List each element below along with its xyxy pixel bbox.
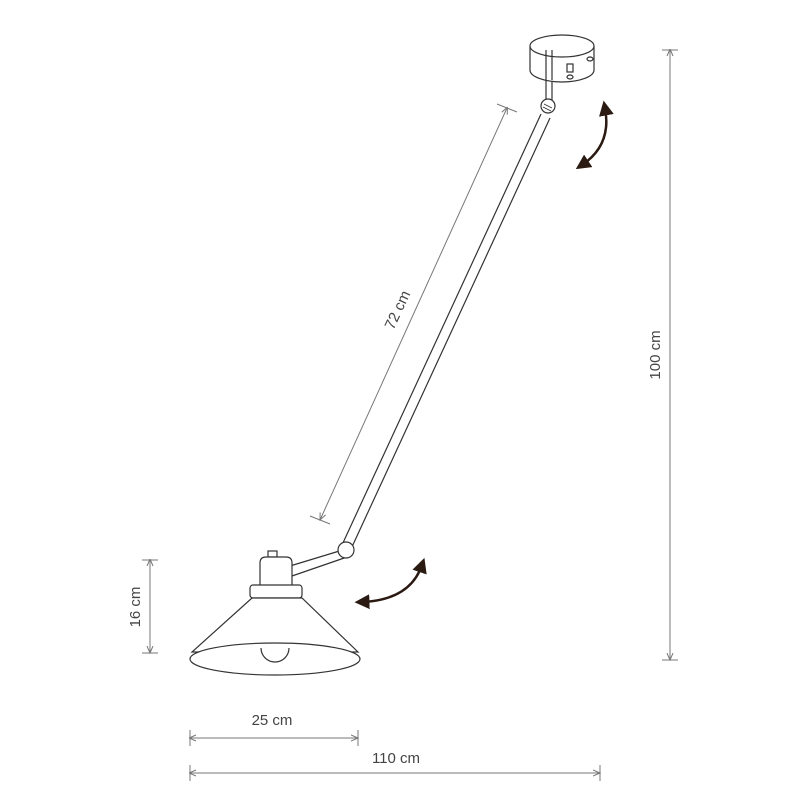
dimension-shade-diameter	[190, 730, 358, 746]
ceiling-canopy	[529, 34, 595, 83]
total-height-label: 100 cm	[647, 330, 664, 379]
total-reach-label: 110 cm	[372, 750, 420, 767]
upper-joint	[540, 98, 556, 114]
rotation-arrow-upper	[575, 100, 614, 170]
shade-diameter-label: 25 cm	[252, 712, 293, 729]
lower-joint	[337, 541, 355, 559]
dimension-total-height	[662, 50, 678, 660]
dimension-total-reach	[190, 765, 600, 781]
dimension-arm-length	[309, 103, 518, 525]
shade-height-label: 16 cm	[127, 587, 144, 628]
dimension-shade-height	[142, 560, 158, 653]
lamp-shade	[189, 550, 361, 676]
rotation-arrow-lower	[354, 557, 427, 610]
arm-length-label: 72 cm	[382, 288, 415, 332]
